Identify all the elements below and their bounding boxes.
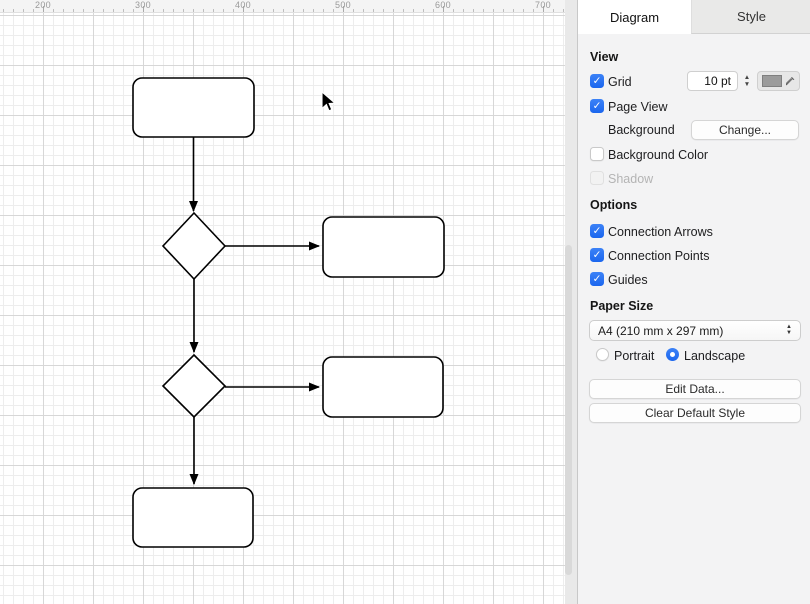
background-change-button[interactable]: Change... <box>691 120 799 140</box>
background-color-label: Background Color <box>608 148 709 162</box>
ruler-major-ticks <box>0 6 565 12</box>
landscape-radio[interactable] <box>666 348 679 361</box>
ruler-label: 300 <box>135 0 151 10</box>
portrait-label[interactable]: Portrait <box>614 349 655 363</box>
flow-node-rounded-rect[interactable] <box>322 356 444 418</box>
edit-data-button[interactable]: Edit Data... <box>589 379 801 399</box>
flow-node-diamond[interactable] <box>161 211 227 281</box>
options-section-header: Options <box>590 198 638 212</box>
ruler-label: 600 <box>435 0 451 10</box>
horizontal-ruler: 200 300 400 500 600 700 <box>0 0 565 13</box>
guides-label: Guides <box>608 273 648 287</box>
canvas-vertical-scrollbar[interactable] <box>565 245 572 575</box>
flow-node-rounded-rect[interactable] <box>132 77 255 138</box>
grid-color-button[interactable] <box>757 71 800 91</box>
eyedropper-icon <box>785 77 794 86</box>
mouse-cursor <box>321 91 336 112</box>
stepper-up-icon[interactable]: ▲ <box>743 74 751 81</box>
shadow-checkbox <box>590 171 604 185</box>
landscape-label[interactable]: Landscape <box>684 349 746 363</box>
tab-diagram[interactable]: Diagram <box>578 0 691 34</box>
drawing-page[interactable] <box>0 13 565 604</box>
connection-points-checkbox[interactable] <box>590 248 604 262</box>
portrait-radio[interactable] <box>596 348 609 361</box>
grid-color-swatch <box>762 75 782 87</box>
ruler-label: 200 <box>35 0 51 10</box>
shadow-label: Shadow <box>608 172 654 186</box>
guides-checkbox[interactable] <box>590 272 604 286</box>
grid-checkbox[interactable] <box>590 74 604 88</box>
flow-node-rounded-rect[interactable] <box>132 487 254 548</box>
background-color-checkbox[interactable] <box>590 147 604 161</box>
flow-node-rounded-rect[interactable] <box>322 216 445 278</box>
page-view-label: Page View <box>608 100 668 114</box>
format-panel: Diagram Style View Grid 10 pt ▲ ▼ Page V… <box>577 0 810 604</box>
flow-node-diamond[interactable] <box>161 353 227 419</box>
stepper-down-icon[interactable]: ▼ <box>743 81 751 88</box>
diagram-canvas[interactable]: 200 300 400 500 600 700 <box>0 0 577 604</box>
tab-style[interactable]: Style <box>691 0 810 34</box>
grid-label: Grid <box>608 75 632 89</box>
connection-arrows-label: Connection Arrows <box>608 225 713 239</box>
select-arrows-icon: ▲▼ <box>786 324 792 336</box>
flowchart-layer[interactable] <box>0 0 577 604</box>
background-label: Background <box>608 123 675 137</box>
connection-points-label: Connection Points <box>608 249 710 263</box>
ruler-label: 700 <box>535 0 551 10</box>
paper-size-select[interactable]: A4 (210 mm x 297 mm) ▲▼ <box>589 320 801 341</box>
grid-size-stepper[interactable]: ▲ ▼ <box>741 71 753 91</box>
clear-default-style-button[interactable]: Clear Default Style <box>589 403 801 423</box>
connection-arrows-checkbox[interactable] <box>590 224 604 238</box>
grid-size-input[interactable]: 10 pt <box>687 71 738 91</box>
ruler-label: 400 <box>235 0 251 10</box>
ruler-label: 500 <box>335 0 351 10</box>
paper-size-selected-value: A4 (210 mm x 297 mm) <box>598 323 724 338</box>
view-section-header: View <box>590 50 619 64</box>
format-panel-tabs: Diagram Style <box>578 0 810 34</box>
paper-size-section-header: Paper Size <box>590 299 654 313</box>
page-view-checkbox[interactable] <box>590 99 604 113</box>
